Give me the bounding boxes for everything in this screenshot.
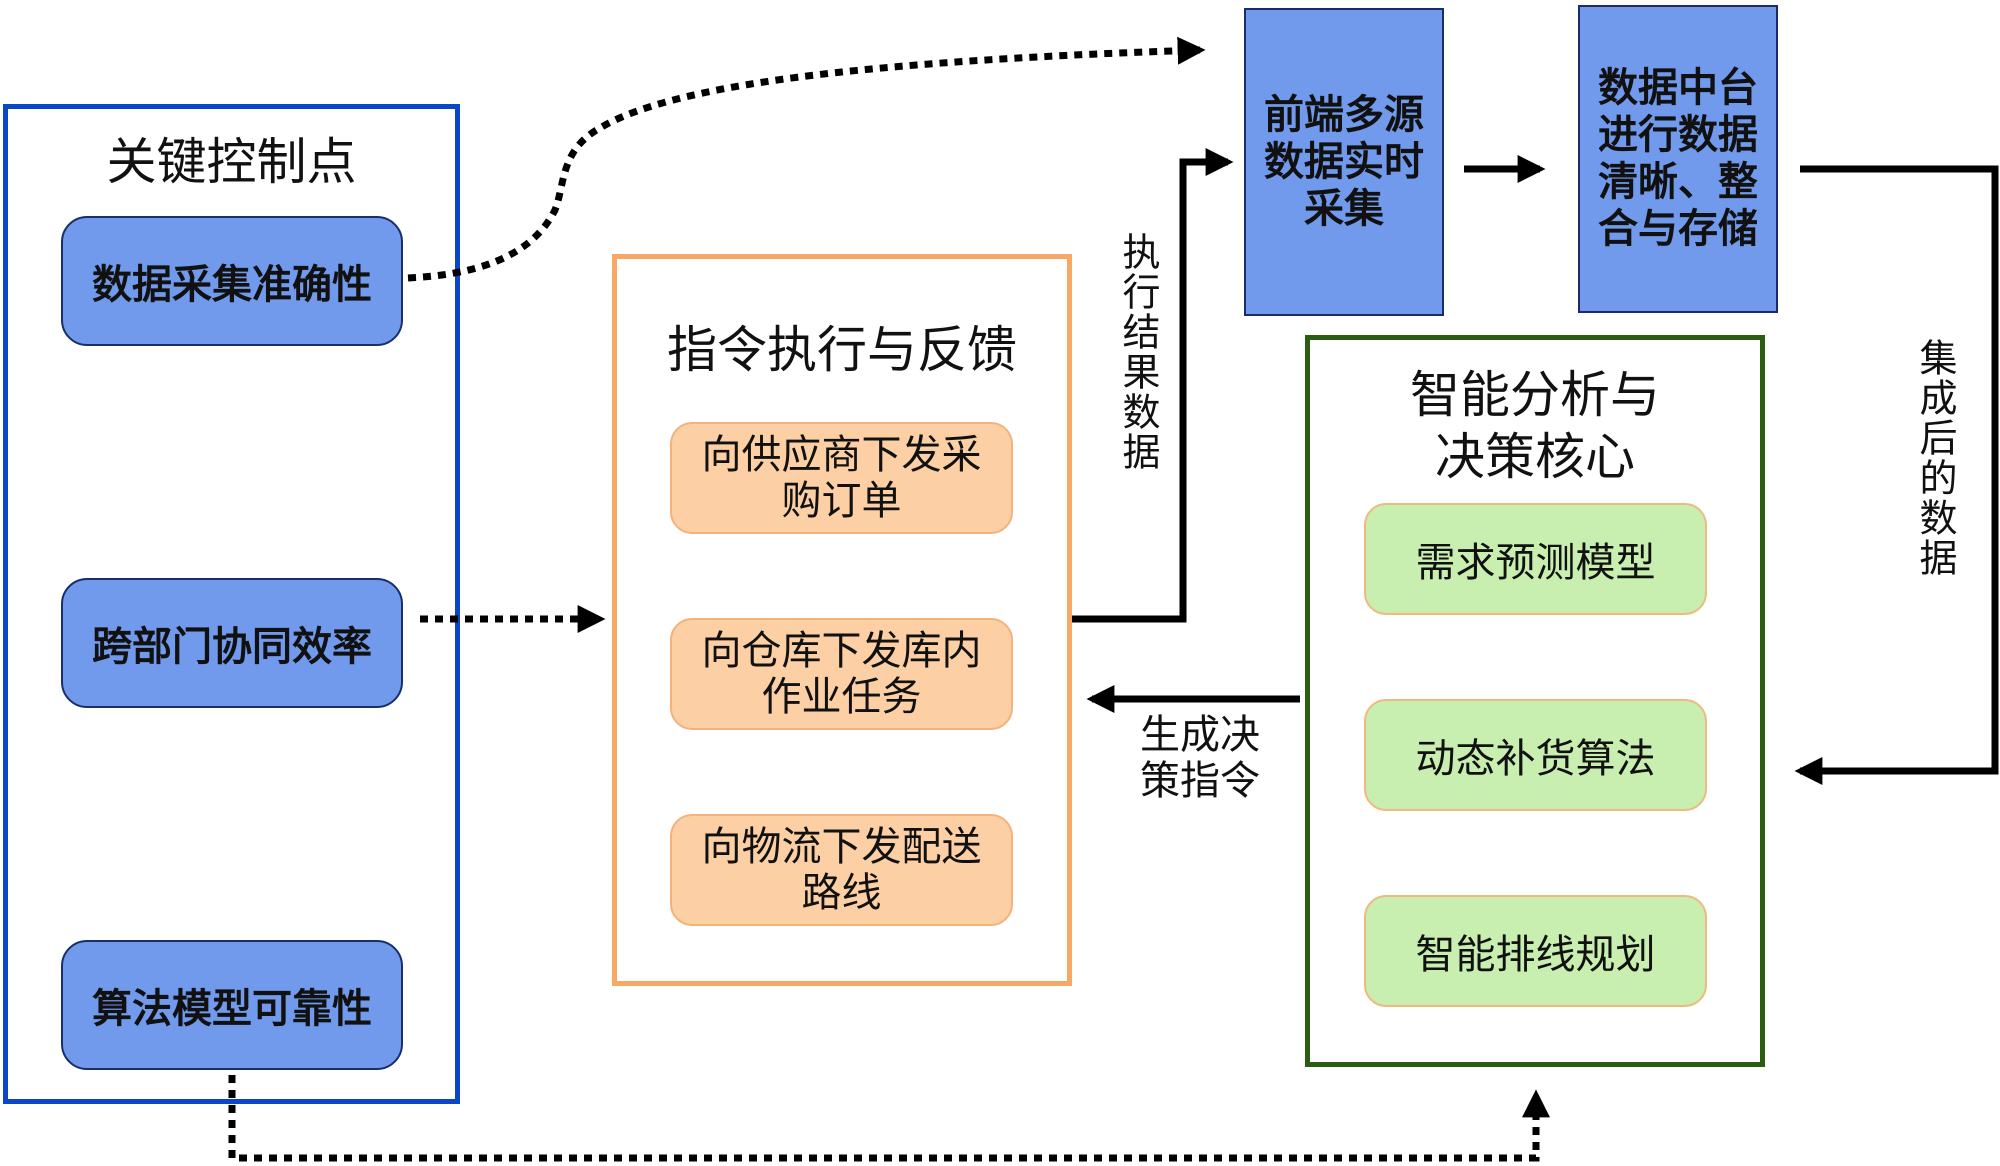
arrow-platform-to-analysis — [1794, 165, 1999, 785]
execution-title: 指令执行与反馈 — [667, 321, 1017, 379]
analysis-node-route-planning[interactable]: 智能排线规划 — [1364, 895, 1707, 1007]
data-collection-label: 前端多源 数据实时 采集 — [1264, 91, 1424, 232]
analysis-node-demand-forecast[interactable]: 需求预测模型 — [1364, 503, 1707, 615]
label-integrated-data: 集成后的数据 — [1913, 338, 1957, 578]
exec-node-delivery-route[interactable]: 向物流下发配送 路线 — [670, 814, 1013, 926]
data-collection-box[interactable]: 前端多源 数据实时 采集 — [1244, 8, 1444, 316]
exec-node-purchase-order[interactable]: 向供应商下发采 购订单 — [670, 422, 1013, 534]
dotted-arrow-reliability-to-analysis — [228, 1075, 1550, 1162]
data-platform-label: 数据中台 进行数据 清晰、整 合与存储 — [1598, 65, 1758, 252]
analysis-node-replenishment[interactable]: 动态补货算法 — [1364, 699, 1707, 811]
exec-node-purchase-order-label: 向供应商下发采 购订单 — [701, 432, 982, 524]
label-execution-result: 执行结果数据 — [1116, 232, 1160, 472]
dotted-arrow-accuracy-to-collection — [407, 36, 1206, 282]
key-control-title: 关键控制点 — [106, 133, 357, 191]
exec-node-warehouse-task[interactable]: 向仓库下发库内 作业任务 — [670, 618, 1013, 730]
label-decision-command: 生成决 策指令 — [1140, 712, 1260, 804]
exec-node-warehouse-task-label: 向仓库下发库内 作业任务 — [701, 628, 982, 720]
control-node-collaboration[interactable]: 跨部门协同效率 — [61, 578, 403, 708]
control-node-data-accuracy[interactable]: 数据采集准确性 — [61, 216, 403, 346]
exec-node-delivery-route-label: 向物流下发配送 路线 — [701, 824, 982, 916]
control-node-model-reliability[interactable]: 算法模型可靠性 — [61, 940, 403, 1070]
data-platform-box[interactable]: 数据中台 进行数据 清晰、整 合与存储 — [1578, 5, 1778, 313]
arrow-execution-to-collection — [1072, 148, 1234, 623]
analysis-title: 智能分析与 决策核心 — [1410, 366, 1660, 486]
